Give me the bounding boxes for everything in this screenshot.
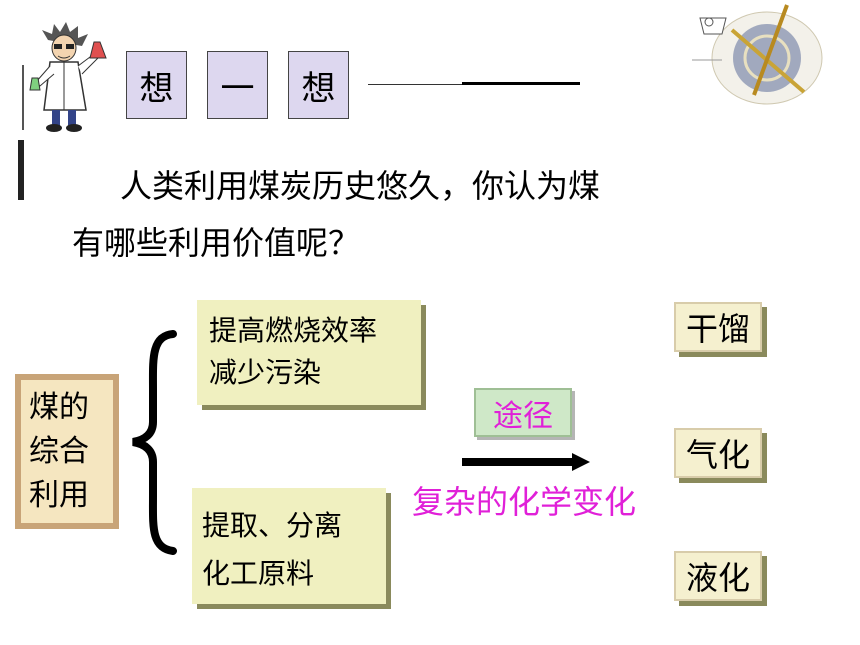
branch-extraction-line-2: 化工原料 (202, 557, 315, 590)
title-char-3: 想 (288, 51, 349, 119)
main-topic-line-1: 煤的 (29, 390, 89, 425)
title-char-1: 想 (126, 51, 187, 119)
left-divider-line-bottom (18, 140, 24, 200)
process-arrow (462, 453, 590, 471)
main-topic-line-2: 综合 (29, 434, 89, 469)
drafting-tools-illustration (692, 4, 823, 105)
method-box-gasification: 气化 (674, 428, 762, 478)
question-line-2: 有哪些利用价值呢？ (72, 224, 361, 262)
branch-efficiency-line-2: 减少污染 (209, 356, 322, 389)
method-label-distillation: 干馏 (685, 310, 750, 348)
scientist-illustration (29, 22, 107, 132)
route-label-box: 途径 (474, 388, 572, 437)
branch-box-extraction: 提取、分离 化工原料 (192, 488, 386, 604)
title-char-2: 一 (207, 51, 268, 119)
title-underline-thin (368, 84, 463, 85)
branch-box-efficiency: 提高燃烧效率 减少污染 (197, 300, 421, 405)
process-label: 复杂的化学变化 (412, 483, 637, 521)
method-box-liquefaction: 液化 (674, 551, 762, 601)
route-label-text: 途径 (493, 398, 553, 434)
curly-brace (132, 330, 177, 555)
method-label-liquefaction: 液化 (685, 559, 750, 597)
branch-extraction-line-1: 提取、分离 (202, 509, 343, 542)
left-divider-line-top (22, 65, 24, 130)
method-box-distillation: 干馏 (674, 302, 762, 352)
title-underline-thick (462, 82, 580, 85)
question-line-1: 人类利用煤炭历史悠久，你认为煤 (120, 167, 601, 205)
method-label-gasification: 气化 (685, 436, 750, 474)
main-topic-line-3: 利用 (29, 478, 89, 513)
main-topic-box: 煤的 综合 利用 (15, 374, 119, 529)
branch-efficiency-line-1: 提高燃烧效率 (209, 314, 378, 347)
